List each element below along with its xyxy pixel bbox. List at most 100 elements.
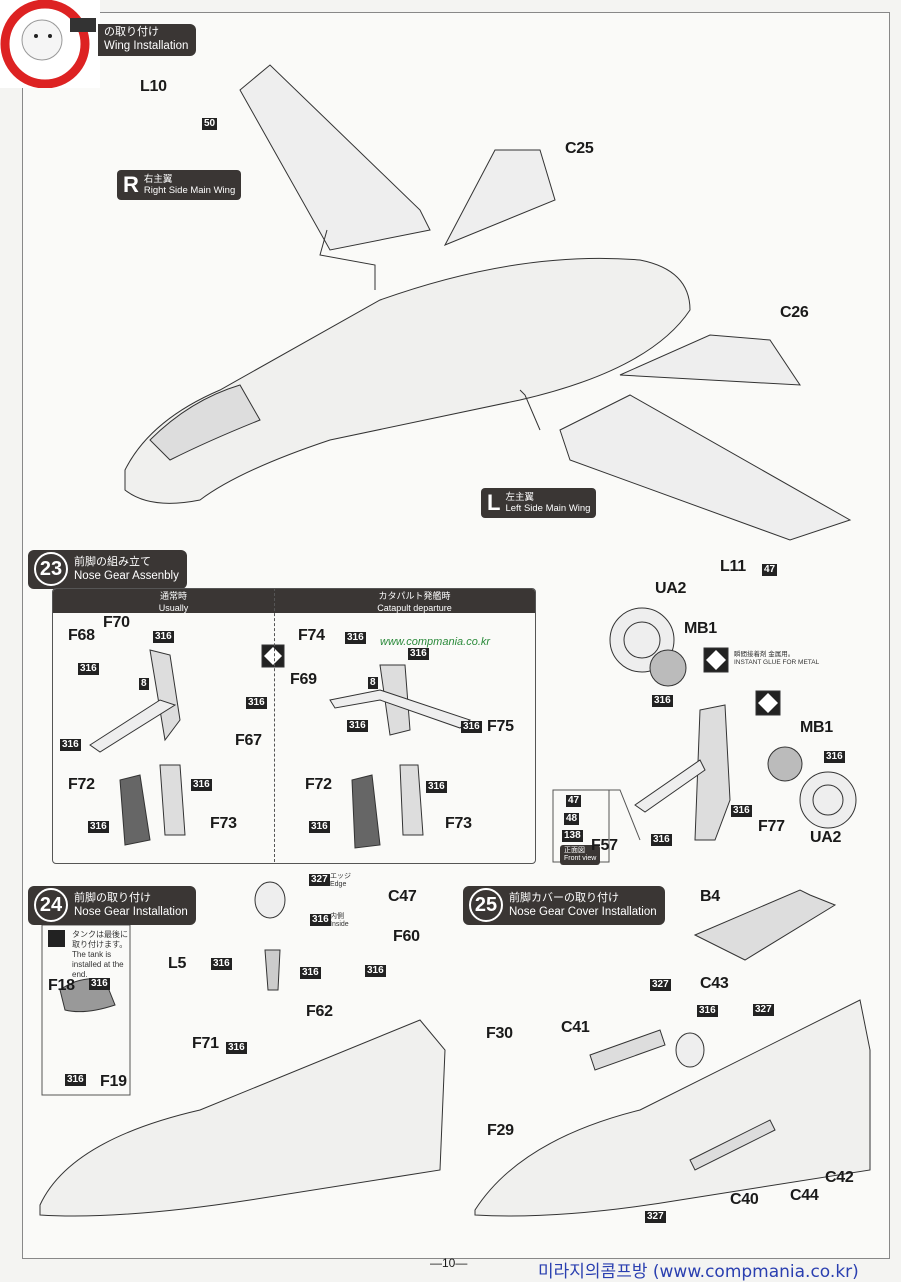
part-label: F73 [445,815,472,832]
part-label: F71 [192,1035,219,1052]
paint-code: 316 [78,663,99,675]
part-label: MB1 [800,719,833,736]
usually-jp: 通常時 [159,591,187,601]
right-wing-en: Right Side Main Wing [143,185,236,196]
part-label: F60 [393,928,420,945]
nose-drawing-step25 [474,999,871,1217]
part-label: F57 [591,837,618,854]
paint-code: 47 [762,564,778,576]
tail-c25 [443,149,556,246]
part-label: UA2 [655,580,687,597]
panel-divider [274,588,275,862]
paint-code: 327 [650,979,671,991]
part-label: L10 [140,78,167,95]
right-wing-letter: R [123,172,139,197]
watermark-url: www.compmania.co.kr [380,636,491,648]
paint-code: 316 [226,1042,247,1054]
edge-en: Edge [330,881,347,888]
step-25-title-en: Nose Gear Cover Installation [509,905,657,918]
left-wing-jp: 左主翼 [505,492,534,503]
fuselage-drawing [124,257,691,504]
paint-code: 327 [645,1211,666,1223]
part-label: F68 [68,627,95,644]
tail-c26 [619,334,801,386]
page-number: —10— [430,1256,468,1270]
paint-code: 138 [562,830,583,842]
glue-note-en: INSTANT GLUE FOR METAL [734,659,820,666]
part-label: F30 [486,1025,513,1042]
paint-code: 316 [310,914,331,926]
part-label: C44 [790,1187,819,1204]
front-view-jp: 正面図 [564,847,585,854]
paint-code: 316 [89,978,110,990]
usually-en: Usually [158,603,189,613]
part-label: C41 [561,1019,590,1036]
paint-code: 316 [60,739,81,751]
part-label: L5 [168,955,187,972]
part-label: C47 [388,888,417,905]
step-23-title-jp: 前脚の組み立て [74,555,151,568]
inside-en: Inside [330,921,349,928]
right-wing-drawing [239,64,431,251]
step-22-title-en: Wing Installation [104,40,189,52]
step-25-number: 25 [469,888,503,922]
b4-cover [693,889,837,961]
inside-jp: 内側 [330,913,344,920]
part-label: F75 [487,718,514,735]
paint-code: 316 [246,697,267,709]
paint-code: 48 [564,813,580,825]
paint-code: 8 [368,677,378,689]
paint-code: 50 [202,118,218,130]
right-wing-jp: 右主翼 [143,174,173,185]
part-label: F72 [68,776,95,793]
part-label: F19 [100,1073,127,1090]
part-label: F70 [103,614,130,631]
part-label: MB1 [684,620,717,637]
paint-code: 316 [191,779,212,791]
paint-code: 327 [309,874,330,886]
paint-code: 316 [408,648,429,660]
catapult-jp: カタパルト発艦時 [378,591,451,601]
part-label: F62 [306,1003,333,1020]
part-label: F18 [48,977,75,994]
paint-code: 316 [365,965,386,977]
tank-note: タンクは最後に取り付けます。The tank is installed at t… [72,930,130,980]
step-23-title-en: Nose Gear Assenbly [74,569,179,582]
paint-code: 316 [65,1074,86,1086]
footer-watermark: 미라지의콤프방 (www.compmania.co.kr) [538,1262,859,1282]
nose-drawing-step24 [39,1019,446,1217]
step-25-title-jp: 前脚カバーの取り付け [509,891,619,904]
paint-code: 316 [731,805,752,817]
part-label: C40 [730,1191,759,1208]
front-view-en: Front view [564,855,597,862]
part-label: F69 [290,671,317,688]
part-label: B4 [700,888,720,905]
step-24-title-en: Nose Gear Installation [74,905,188,918]
part-label: F72 [305,776,332,793]
part-label: L11 [720,558,746,575]
part-label: C43 [700,975,729,992]
left-wing-en: Left Side Main Wing [505,503,591,514]
paint-code: 316 [824,751,845,763]
left-wing-drawing [559,394,852,541]
paint-code: 316 [300,967,321,979]
paint-code: 316 [309,821,330,833]
tank-note-en: The tank is installed at the end. [72,950,124,979]
glue-note-jp: 瞬間接着剤 金属用。 [734,651,795,658]
usually-heading: 通常時 Usually [53,589,294,613]
step-24-title-jp: 前脚の取り付け [74,891,151,904]
paint-code: 8 [139,678,149,690]
part-label: F74 [298,627,325,644]
paint-code: 316 [652,695,673,707]
paint-code: 316 [211,958,232,970]
part-label: F73 [210,815,237,832]
